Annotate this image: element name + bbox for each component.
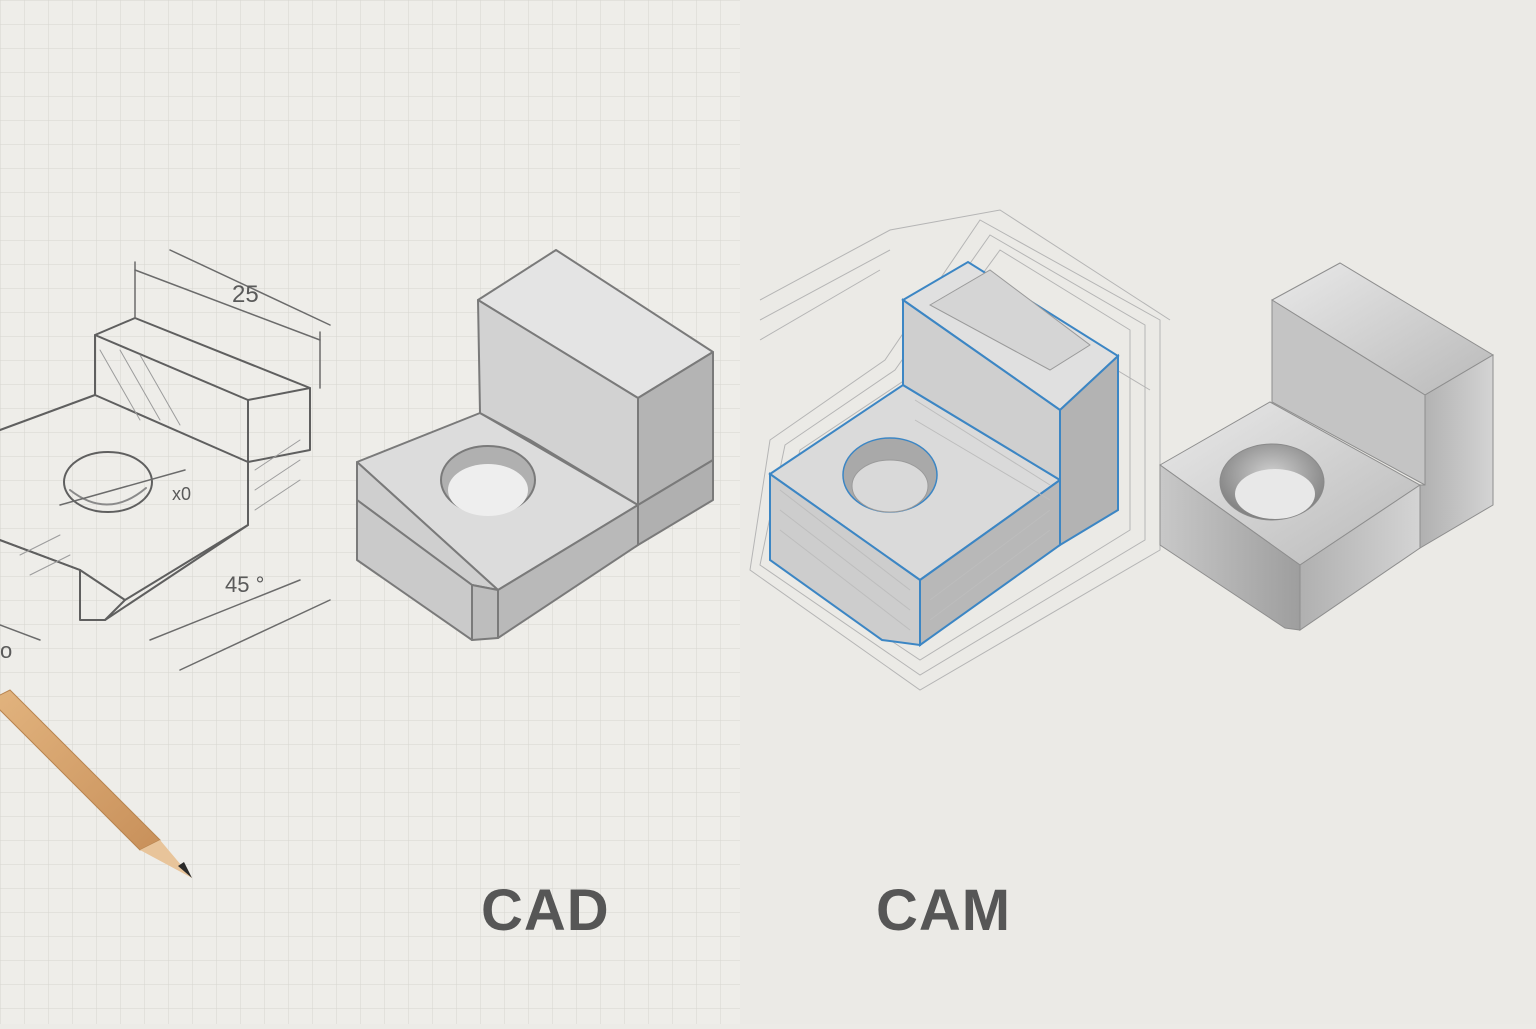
dimension-x0: x0	[172, 484, 191, 504]
dimension-45-degrees: 45 °	[225, 572, 264, 597]
cam-upright-side-face	[1059, 353, 1119, 547]
cad-label: CAD	[481, 878, 610, 943]
cad-upright-front-face	[477, 299, 639, 506]
machined-part	[1159, 262, 1494, 631]
cam-label: CAM	[876, 878, 1012, 943]
part-base-front-face	[1159, 464, 1301, 631]
sketch-upright-outline	[94, 317, 311, 463]
cad-model	[356, 249, 714, 641]
cam-toolpath-model	[749, 209, 1171, 691]
pencil-sketch	[0, 249, 331, 671]
dimension-25: 25	[232, 281, 259, 308]
pencil	[0, 689, 192, 878]
dimension-cut-off: o	[0, 638, 12, 663]
part-upright-side-face	[1419, 354, 1494, 549]
sketch-hole	[63, 451, 153, 513]
